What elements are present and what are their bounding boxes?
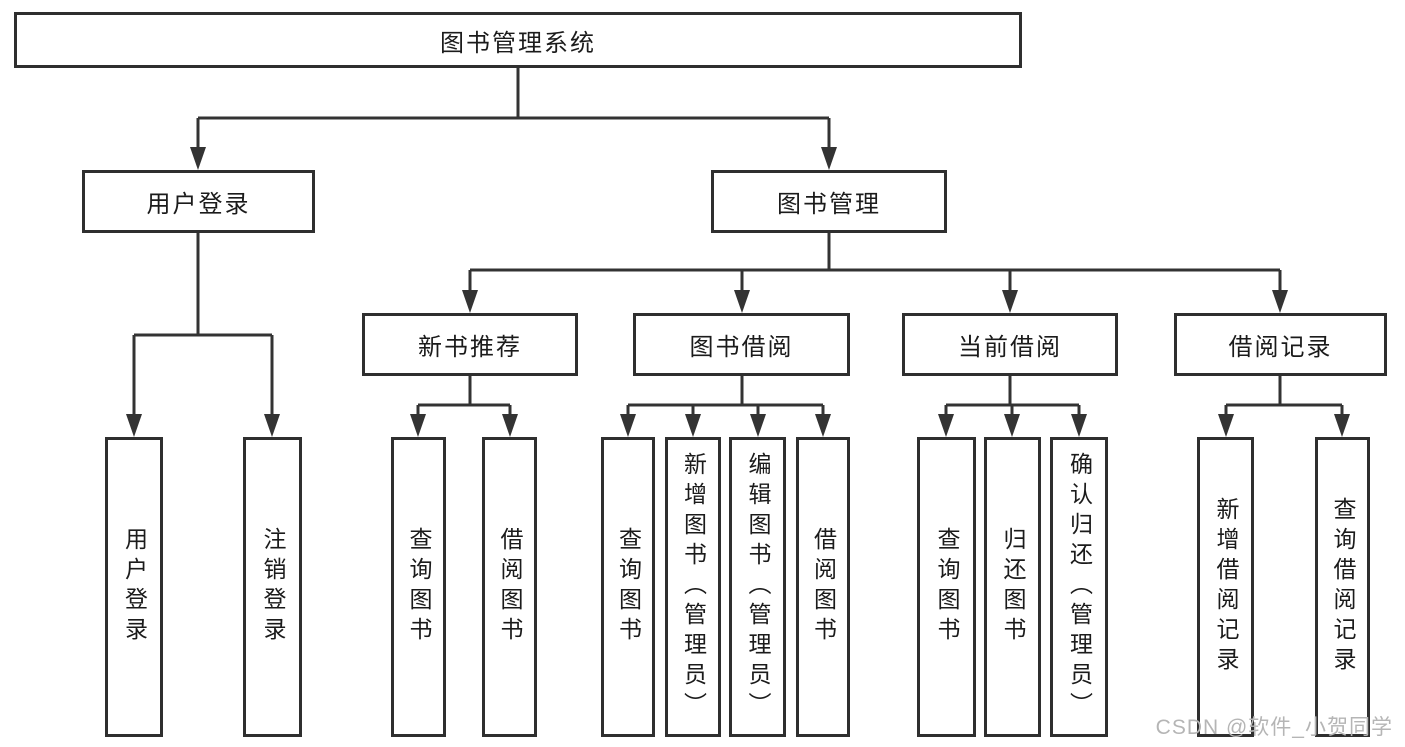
node-borrow-records: 借阅记录 <box>1174 313 1387 376</box>
node-book-borrow: 图书借阅 <box>633 313 850 376</box>
node-current-borrow: 当前借阅 <box>902 313 1118 376</box>
arrow-down-icon <box>502 414 518 437</box>
connector-root-to-level1 <box>196 68 831 150</box>
node-leaf-query-borrow-record: 查询借阅记录 <box>1315 437 1370 737</box>
csdn-watermark: CSDN @软件_小贺同学 <box>1155 716 1393 739</box>
arrow-down-icon <box>190 147 206 170</box>
arrow-down-icon <box>1004 414 1020 437</box>
node-leaf-return-book: 归还图书 <box>984 437 1041 737</box>
arrow-down-icon <box>734 290 750 313</box>
node-leaf-query-books-recommend: 查询图书 <box>391 437 446 737</box>
node-leaf-query-books-borrow: 查询图书 <box>601 437 655 737</box>
arrow-down-icon <box>1002 290 1018 313</box>
connector-book-borrow-branch <box>626 376 825 416</box>
arrow-down-icon <box>685 414 701 437</box>
arrow-down-icon <box>126 414 142 437</box>
arrow-down-icon <box>938 414 954 437</box>
node-root-system: 图书管理系统 <box>14 12 1022 68</box>
arrow-down-icon <box>750 414 766 437</box>
arrow-down-icon <box>264 414 280 437</box>
node-leaf-edit-book-admin: 编辑图书（管理员） <box>729 437 786 737</box>
node-leaf-borrow-books: 借阅图书 <box>796 437 850 737</box>
node-leaf-borrow-books-recommend: 借阅图书 <box>482 437 537 737</box>
node-leaf-confirm-return-admin: 确认归还（管理员） <box>1050 437 1108 737</box>
arrow-down-icon <box>815 414 831 437</box>
node-book-management: 图书管理 <box>711 170 947 233</box>
node-new-book-recommend: 新书推荐 <box>362 313 578 376</box>
arrow-down-icon <box>462 290 478 313</box>
arrow-down-icon <box>1334 414 1350 437</box>
connector-current-borrow-branch <box>944 376 1081 416</box>
node-leaf-query-books-current: 查询图书 <box>917 437 976 737</box>
arrow-down-icon <box>410 414 426 437</box>
connector-borrow-records-branch <box>1224 376 1344 416</box>
arrow-down-icon <box>821 147 837 170</box>
node-leaf-user-login: 用户登录 <box>105 437 163 737</box>
arrowheads <box>126 147 1350 437</box>
node-user-login: 用户登录 <box>82 170 315 233</box>
connector-strokes <box>132 68 1344 416</box>
arrow-down-icon <box>1218 414 1234 437</box>
connector-book-management-branch <box>468 233 1282 292</box>
arrow-down-icon <box>620 414 636 437</box>
node-leaf-add-borrow-record: 新增借阅记录 <box>1197 437 1254 737</box>
node-leaf-logout: 注销登录 <box>243 437 302 737</box>
arrow-down-icon <box>1272 290 1288 313</box>
node-leaf-add-book-admin: 新增图书（管理员） <box>665 437 721 737</box>
connector-user-login-branch <box>132 233 274 416</box>
arrow-down-icon <box>1071 414 1087 437</box>
connector-new-book-branch <box>416 376 512 416</box>
